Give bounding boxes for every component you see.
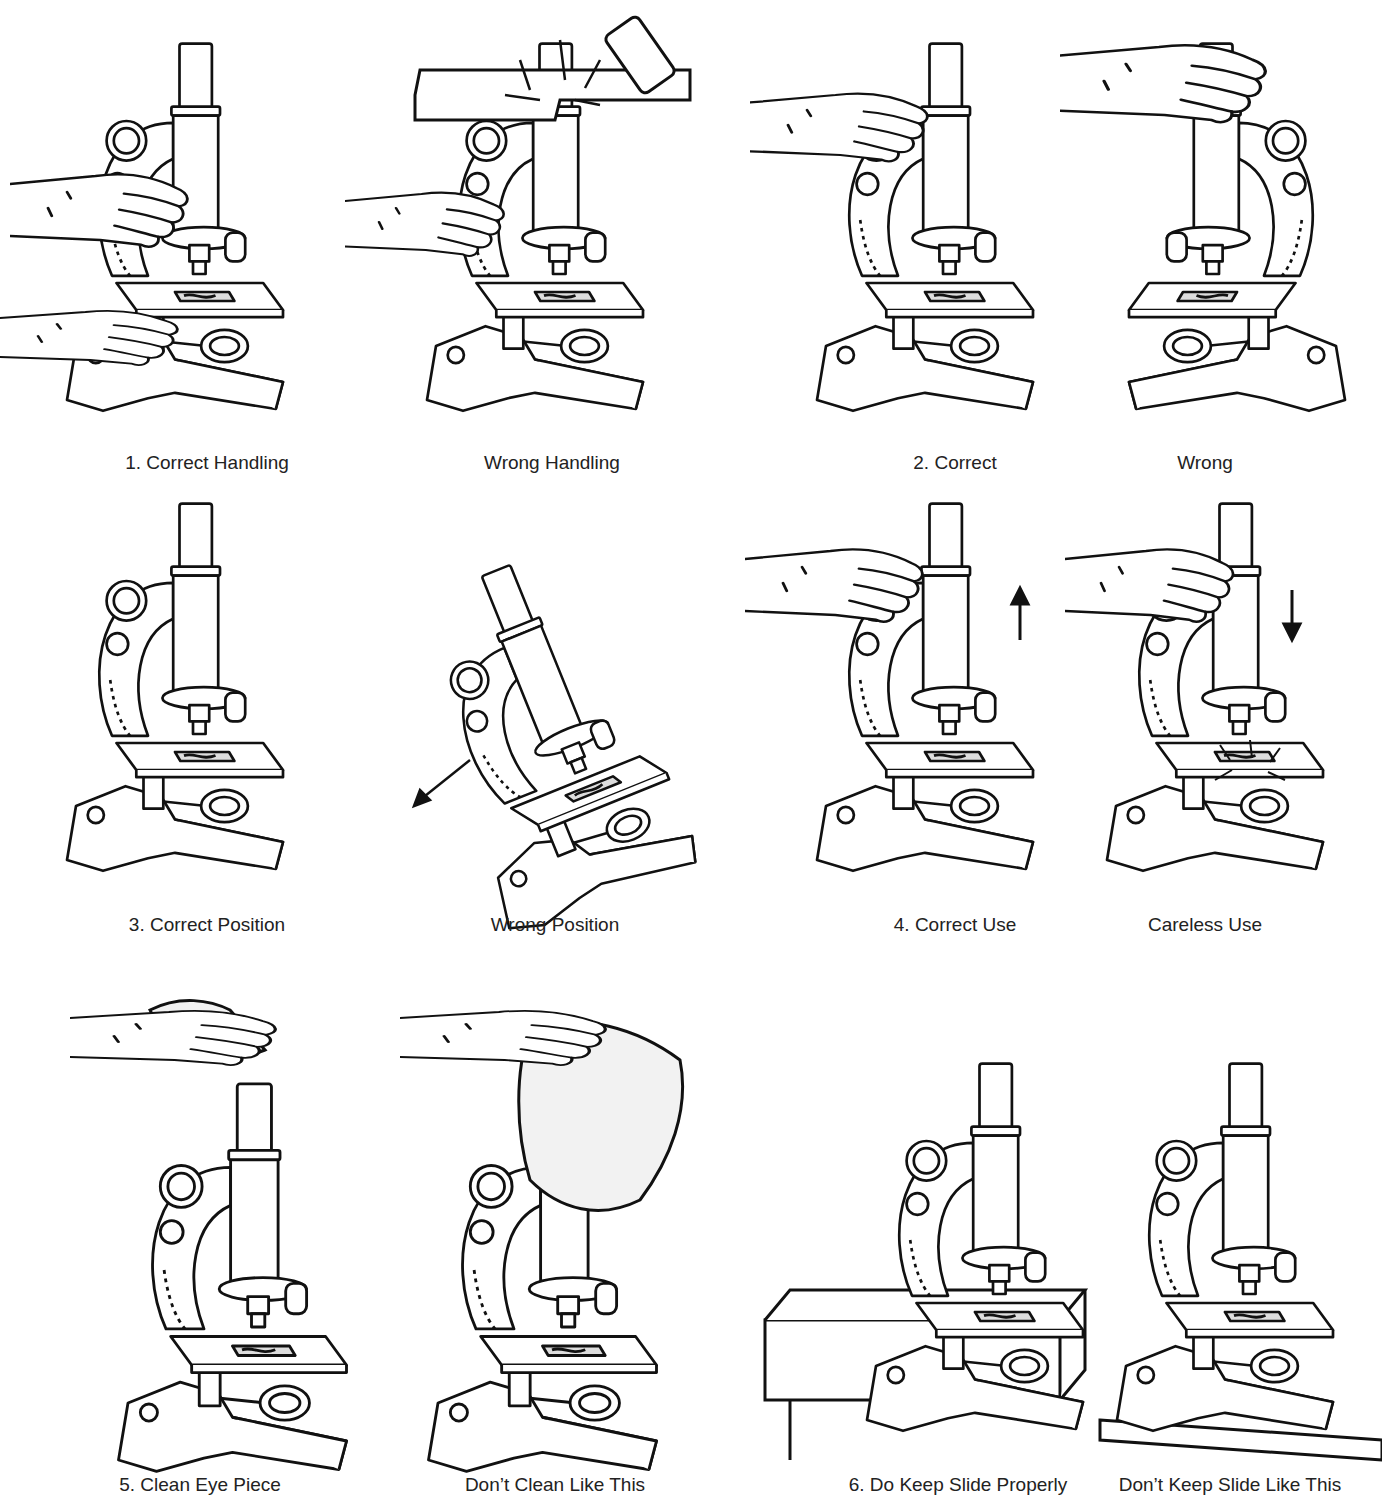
caption: Wrong Position bbox=[491, 914, 620, 936]
caption: Wrong bbox=[1177, 452, 1233, 474]
caption: Wrong Handling bbox=[484, 452, 620, 474]
caption: 4. Correct Use bbox=[894, 914, 1016, 936]
caption: 3. Correct Position bbox=[129, 914, 285, 936]
caption: 2. Correct bbox=[913, 452, 996, 474]
caption: Don’t Keep Slide Like This bbox=[1119, 1474, 1342, 1496]
caption: Careless Use bbox=[1148, 914, 1262, 936]
caption: Don’t Clean Like This bbox=[465, 1474, 645, 1496]
caption: 5. Clean Eye Piece bbox=[119, 1474, 281, 1496]
caption: 6. Do Keep Slide Properly bbox=[849, 1474, 1068, 1496]
caption: 1. Correct Handling bbox=[125, 452, 289, 474]
